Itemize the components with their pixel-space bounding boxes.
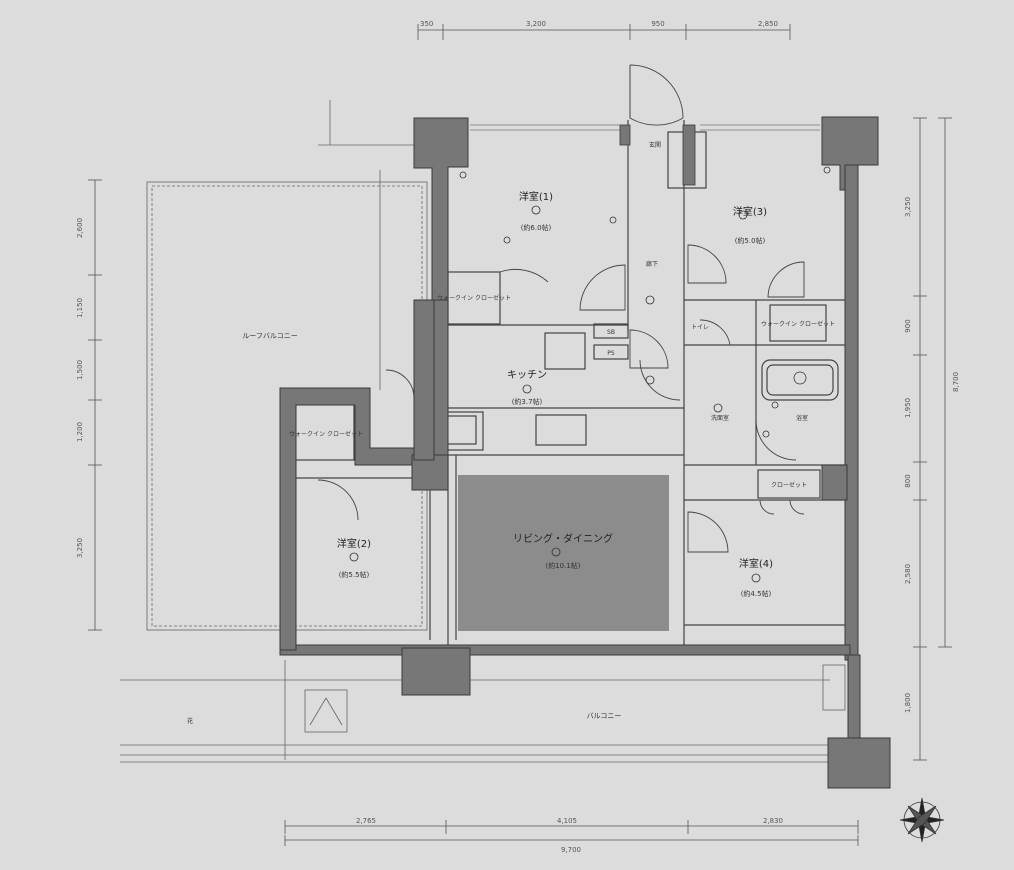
bed3-area: (約5.0帖): [735, 236, 766, 245]
dim-right-1: 3,250: [904, 197, 912, 217]
closet-label: クローゼット: [771, 481, 807, 489]
dim-left-2: 1,150: [76, 298, 84, 318]
bed1-area: (約6.0帖): [521, 223, 552, 232]
door-swings: [317, 64, 805, 553]
dim-right-5: 2,580: [904, 564, 912, 584]
dim-top-2: 3,200: [526, 20, 546, 28]
dim-right-total: 8,700: [952, 372, 960, 392]
bed3-name: 洋室(3): [733, 205, 767, 218]
ceiling-lights: [349, 166, 831, 583]
living-floor: [458, 475, 669, 631]
kitchen-name: キッチン: [507, 369, 547, 381]
bathroom-label: 浴室: [796, 414, 808, 422]
entrance-label: 玄関: [649, 141, 661, 149]
dim-left-3: 1,500: [76, 360, 84, 380]
dim-bottom-3: 2,830: [763, 817, 783, 825]
dim-right-4: 800: [904, 474, 912, 487]
washroom-label: 洗面室: [711, 414, 729, 422]
bed4-area: (約4.5帖): [741, 589, 772, 598]
kitchen-area: (約3.7帖): [512, 397, 543, 406]
dim-top-4: 2,850: [758, 20, 778, 28]
bed1-name: 洋室(1): [519, 190, 553, 203]
bed2-area: (約5.5帖): [339, 570, 370, 579]
corridor-walls: [619, 124, 696, 186]
shoes-label: SB: [607, 329, 615, 336]
wic1-label: ウォークイン クローゼット: [437, 294, 511, 302]
flower-box-label: 花: [187, 717, 193, 725]
corridor-label: 廊下: [646, 260, 658, 268]
dim-bottom-2: 4,105: [557, 817, 577, 825]
dim-bottom-total: 9,700: [561, 846, 581, 854]
balcony: [120, 660, 846, 763]
dim-top-1: 350: [420, 20, 433, 28]
bed2-name: 洋室(2): [337, 537, 371, 550]
roof-balcony-label: ルーフバルコニー: [242, 332, 297, 340]
dim-top-3: 950: [651, 20, 664, 28]
wic2-label: ウォークイン クローゼット: [289, 430, 363, 438]
compass-icon: [899, 797, 945, 843]
dimension-lines: [88, 24, 952, 846]
wic3-label: ウォークイン クローゼット: [761, 320, 835, 328]
dim-left-1: 2,600: [76, 218, 84, 238]
room-labels: 洋室(1) (約6.0帖) 洋室(3) (約5.0帖) 洋室(2) (約5.5帖…: [289, 141, 835, 598]
pantry-label: PS: [607, 350, 615, 357]
dim-left-5: 3,250: [76, 538, 84, 558]
balcony-label: バルコニー: [587, 712, 622, 720]
bed4-name: 洋室(4): [739, 557, 773, 570]
living-name: リビング・ダイニング: [513, 532, 613, 545]
dim-left-4: 1,200: [76, 422, 84, 442]
toilet-label: トイレ: [691, 324, 709, 331]
dim-bottom-1: 2,765: [356, 817, 376, 825]
dimension-labels: 350 3,200 950 2,850 2,765 4,105 2,830 9,…: [76, 20, 960, 854]
structural-walls: [279, 116, 891, 789]
dim-right-6: 1,800: [904, 693, 912, 713]
living-area: (約10.1帖): [545, 561, 580, 570]
dim-right-2: 900: [904, 319, 912, 332]
dim-right-3: 1,950: [904, 398, 912, 418]
